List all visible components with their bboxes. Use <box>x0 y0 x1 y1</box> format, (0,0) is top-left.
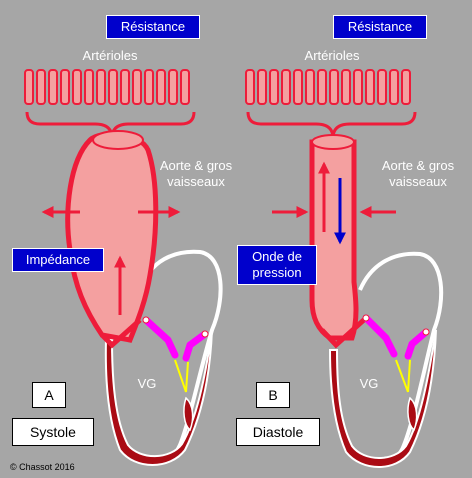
panel-a <box>24 69 223 466</box>
arterioles-label-a: Artérioles <box>82 48 138 63</box>
chordae-b <box>395 359 411 393</box>
phase-label-a: Systole <box>12 418 94 446</box>
aorta-label-b: Aorte & gros vaisseaux <box>372 158 464 190</box>
aorta-label-a: Aorte & gros vaisseaux <box>150 158 242 190</box>
septum-a <box>183 396 194 432</box>
ventricle-label-a: VG <box>137 376 157 391</box>
aortic-root-b <box>320 316 368 349</box>
aorta-label-a-line1: Aorte & gros <box>159 158 233 173</box>
chordae-a <box>174 359 189 393</box>
resistance-label-b: Résistance <box>333 15 427 39</box>
arterioles-label-b: Artérioles <box>304 48 360 63</box>
valve-leaflet-a1 <box>142 316 179 359</box>
aorta-sac-a <box>65 131 159 343</box>
aorta-top-b <box>311 134 355 150</box>
arterioles-tubes-a <box>24 69 190 105</box>
pressure-wave-label: Onde de pression <box>237 245 317 285</box>
panel-b <box>245 69 444 468</box>
phase-label-b: Diastole <box>236 418 320 446</box>
aorta-label-b-line1: Aorte & gros <box>381 158 455 173</box>
septum-b <box>407 396 418 432</box>
arterioles-tubes-b <box>245 69 411 105</box>
valve-leaflet-b2 <box>404 328 430 360</box>
pressure-wave-label-line1: Onde de <box>252 249 302 264</box>
aorta-label-a-line2: vaisseaux <box>167 174 225 189</box>
resistance-label-a: Résistance <box>106 15 200 39</box>
myocardium-a <box>104 329 213 466</box>
panel-letter-a: A <box>32 382 66 408</box>
valve-leaflet-a2 <box>182 330 209 362</box>
valve-leaflet-b1 <box>362 314 398 358</box>
aortic-root-a <box>100 318 142 349</box>
copyright-text: © Chassot 2016 <box>10 462 75 472</box>
aorta-label-b-line2: vaisseaux <box>389 174 447 189</box>
myocardium-b <box>328 329 437 468</box>
ventricle-label-b: VG <box>359 376 379 391</box>
pressure-wave-label-line2: pression <box>252 265 302 280</box>
impedance-label: Impédance <box>12 248 104 272</box>
panel-letter-b: B <box>256 382 290 408</box>
lv-outline-b <box>358 251 444 462</box>
aorta-tube-b <box>309 139 359 341</box>
aorta-top-a <box>92 130 144 150</box>
